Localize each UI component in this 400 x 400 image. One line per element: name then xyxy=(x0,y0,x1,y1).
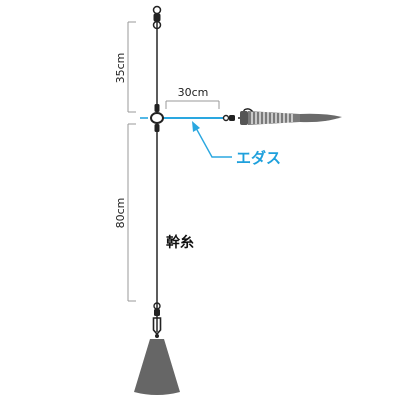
branch-line-label: エダス xyxy=(236,149,281,167)
sinker-icon xyxy=(134,339,180,395)
worm-lure-icon xyxy=(240,111,342,125)
dimension-label-30cm: 30cm xyxy=(178,86,209,99)
snap-swivel-icon xyxy=(152,302,162,338)
top-swivel-icon xyxy=(152,5,162,30)
branch-swivel-icon xyxy=(222,114,235,122)
main-line-label: 幹糸 xyxy=(166,234,194,251)
dimension-label-80cm: 80cm xyxy=(114,198,127,229)
branch-callout-arrow xyxy=(192,121,232,158)
dimension-label-35cm: 35cm xyxy=(114,53,127,84)
dimension-bracket-30cm xyxy=(165,100,220,109)
dimension-bracket-80cm xyxy=(127,123,136,302)
three-way-swivel-icon xyxy=(150,104,164,132)
dimension-bracket-35cm xyxy=(127,21,136,113)
